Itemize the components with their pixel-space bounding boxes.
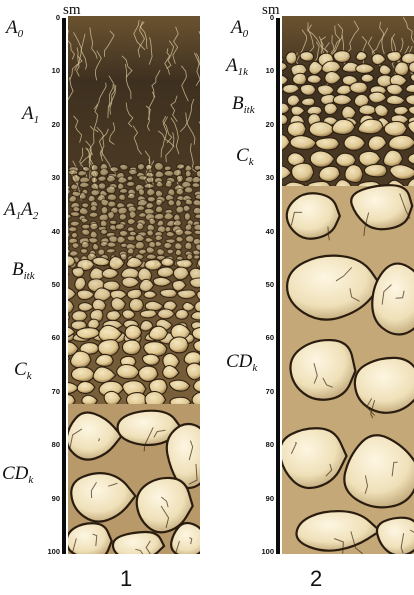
depth-tick-1-80: 80 xyxy=(42,440,60,449)
depth-tick-2-40: 40 xyxy=(256,227,274,236)
depth-tick-1-60: 60 xyxy=(42,333,60,342)
depth-tick-2-10: 10 xyxy=(256,66,274,75)
depth-tick-2-60: 60 xyxy=(256,333,274,342)
horizon-label-1-cdk: CDk xyxy=(2,464,33,486)
horizon-label-2-a0: A0 xyxy=(231,18,248,40)
horizon-label-1-bitk: Bitk xyxy=(12,260,35,282)
depth-tick-2-100: 100 xyxy=(256,547,274,556)
depth-tick-1-0: 0 xyxy=(42,13,60,22)
depth-tick-1-30: 30 xyxy=(42,173,60,182)
depth-tick-2-20: 20 xyxy=(256,120,274,129)
horizon-label-2-cdk: CDk xyxy=(226,352,257,374)
depth-tick-1-50: 50 xyxy=(42,280,60,289)
depth-tick-1-10: 10 xyxy=(42,66,60,75)
depth-tick-1-20: 20 xyxy=(42,120,60,129)
horizon-label-1-a1: A1 xyxy=(22,104,39,126)
depth-tick-1-100: 100 xyxy=(42,547,60,556)
horizon-label-2-ck: Ck xyxy=(236,146,254,168)
depth-tick-2-30: 30 xyxy=(256,173,274,182)
profile-number-2: 2 xyxy=(310,566,322,592)
profile-number-1: 1 xyxy=(120,566,132,592)
depth-tick-2-70: 70 xyxy=(256,387,274,396)
depth-tick-2-50: 50 xyxy=(256,280,274,289)
depth-tick-1-70: 70 xyxy=(42,387,60,396)
horizon-label-2-bitk: Bitk xyxy=(232,94,255,116)
depth-tick-2-80: 80 xyxy=(256,440,274,449)
depth-tick-1-40: 40 xyxy=(42,227,60,236)
horizon-label-1-ck: Ck xyxy=(14,360,32,382)
depth-tick-2-90: 90 xyxy=(256,494,274,503)
depth-tick-2-0: 0 xyxy=(256,13,274,22)
soil-column-2 xyxy=(282,16,414,554)
horizon-label-1-a0: A0 xyxy=(6,18,23,40)
soil-column-1 xyxy=(68,16,200,554)
horizon-label-2-a1k: A1k xyxy=(226,56,248,78)
depth-tick-1-90: 90 xyxy=(42,494,60,503)
horizon-label-1-a1a2: A1A2 xyxy=(4,200,38,222)
